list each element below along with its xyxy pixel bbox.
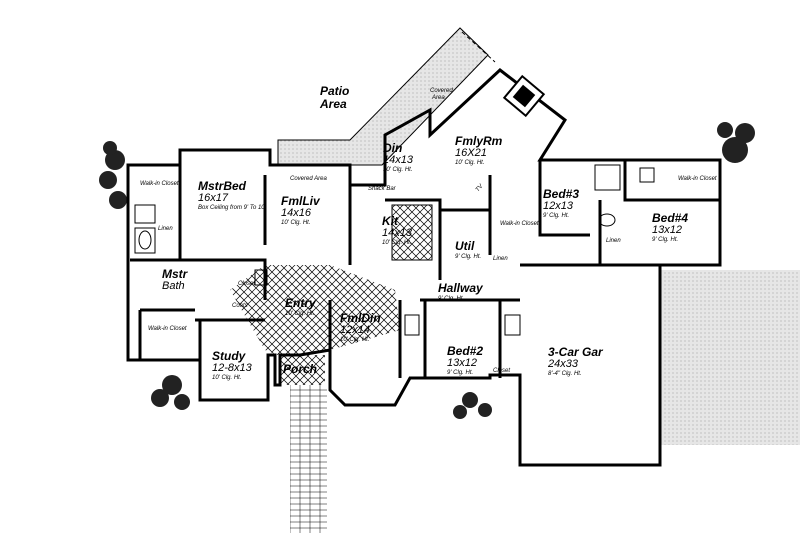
room-dim-mstrbed: 16x17 [198, 192, 229, 204]
walkin-closet-tl: Walk-in Closet [140, 181, 179, 187]
tree-bed2 [453, 392, 492, 419]
patio-label-1: Patio [320, 84, 349, 98]
room-name-fmlliv: FmlLiv [281, 194, 321, 208]
covered-area-top-label: Covered [430, 88, 453, 94]
room-name-bed3: Bed#3 [543, 187, 579, 201]
kitchen-island [391, 204, 433, 261]
room-note-fmldin: 10' Clg. Ht. [340, 337, 370, 343]
room-name-util: Util [455, 239, 475, 253]
room-dim-din: 14x13 [383, 154, 414, 166]
room-name-porch: Porch [283, 362, 317, 376]
room-dim-mstrbath: Bath [162, 280, 185, 292]
room-name-study: Study [212, 349, 247, 363]
driveway [660, 270, 800, 445]
linen-bed: Linen [606, 238, 621, 244]
room-note-bed4: 9' Clg. Ht. [652, 237, 678, 243]
room-note-entry: 10' Clg. Ht. [285, 311, 315, 317]
room-dim-bed4: 13x12 [652, 224, 682, 236]
room-name-bed4: Bed#4 [652, 211, 688, 225]
room-name-kit: Kit [382, 214, 399, 228]
walkin-closet-bed4: Walk-in Closet [678, 176, 717, 182]
coats-closet: Coats [232, 303, 248, 309]
walkin-closet-bed3: Walk-in Closet [500, 221, 539, 227]
room-dim-bed2: 13x12 [447, 357, 477, 369]
linen-hall: Linen [493, 256, 508, 262]
room-name-garage: 3-Car Gar [548, 345, 604, 359]
room-name-hallway: Hallway [438, 281, 484, 295]
closet-entry: Closet [238, 281, 255, 287]
room-dim-fmlyrm: 16X21 [455, 147, 487, 159]
patio-label-2: Area [319, 97, 347, 111]
tree-right [717, 122, 755, 163]
room-name-din: Din [383, 141, 402, 155]
room-dim-garage: 24x33 [547, 358, 579, 370]
room-note-mstrbed: Box Ceiling from 9' To 10' [198, 205, 267, 211]
room-dim-fmlliv: 14x16 [281, 207, 312, 219]
closet-bed2: Closet [493, 368, 510, 374]
tree-study [151, 375, 190, 410]
room-name-entry: Entry [285, 296, 317, 310]
room-note-fmlliv: 10' Clg. Ht. [281, 220, 311, 226]
tree-left [99, 141, 127, 209]
room-name-bed2: Bed#2 [447, 344, 483, 358]
room-name-fmldin: FmlDin [340, 311, 381, 325]
room-note-garage: 8'-4" Clg. Ht. [548, 371, 582, 377]
room-note-study: 10' Clg. Ht. [212, 375, 242, 381]
entry-tile [230, 265, 400, 360]
room-name-mstrbath: Mstr [162, 267, 189, 281]
exterior-walls [126, 68, 722, 467]
covered-area-left-label: Covered Area [290, 176, 327, 182]
room-note-bed3: 9' Clg. Ht. [543, 213, 569, 219]
front-walkway [290, 385, 327, 533]
room-note-fmlyrm: 10' Clg. Ht. [455, 160, 485, 166]
walkin-closet-bl: Walk-in Closet [148, 326, 187, 332]
room-name-mstrbed: MstrBed [198, 179, 247, 193]
room-note-hallway: 9' Clg. Ht. [438, 296, 464, 302]
room-dim-kit: 14x13 [382, 227, 413, 239]
porch-tile [280, 355, 325, 385]
snack-bar-label: Snack Bar [368, 186, 397, 192]
tv-label: TV [475, 183, 485, 193]
interior-walls [130, 160, 720, 378]
room-name-fmlyrm: FmlyRm [455, 134, 503, 148]
room-note-din: 10' Clg. Ht. [383, 167, 413, 173]
room-note-bed2: 9' Clg. Ht. [447, 370, 473, 376]
room-dim-fmldin: 12x14 [340, 324, 370, 336]
room-note-util: 9' Clg. Ht. [455, 254, 481, 260]
room-note-kit: 10' Clg. Ht. [382, 240, 412, 246]
room-dim-study: 12-8x13 [212, 362, 253, 374]
bath-fixtures [134, 164, 655, 336]
linen-mb: Linen [158, 226, 173, 232]
covered-area-top-label-2: Area [431, 95, 445, 101]
room-dim-bed3: 12x13 [543, 200, 574, 212]
